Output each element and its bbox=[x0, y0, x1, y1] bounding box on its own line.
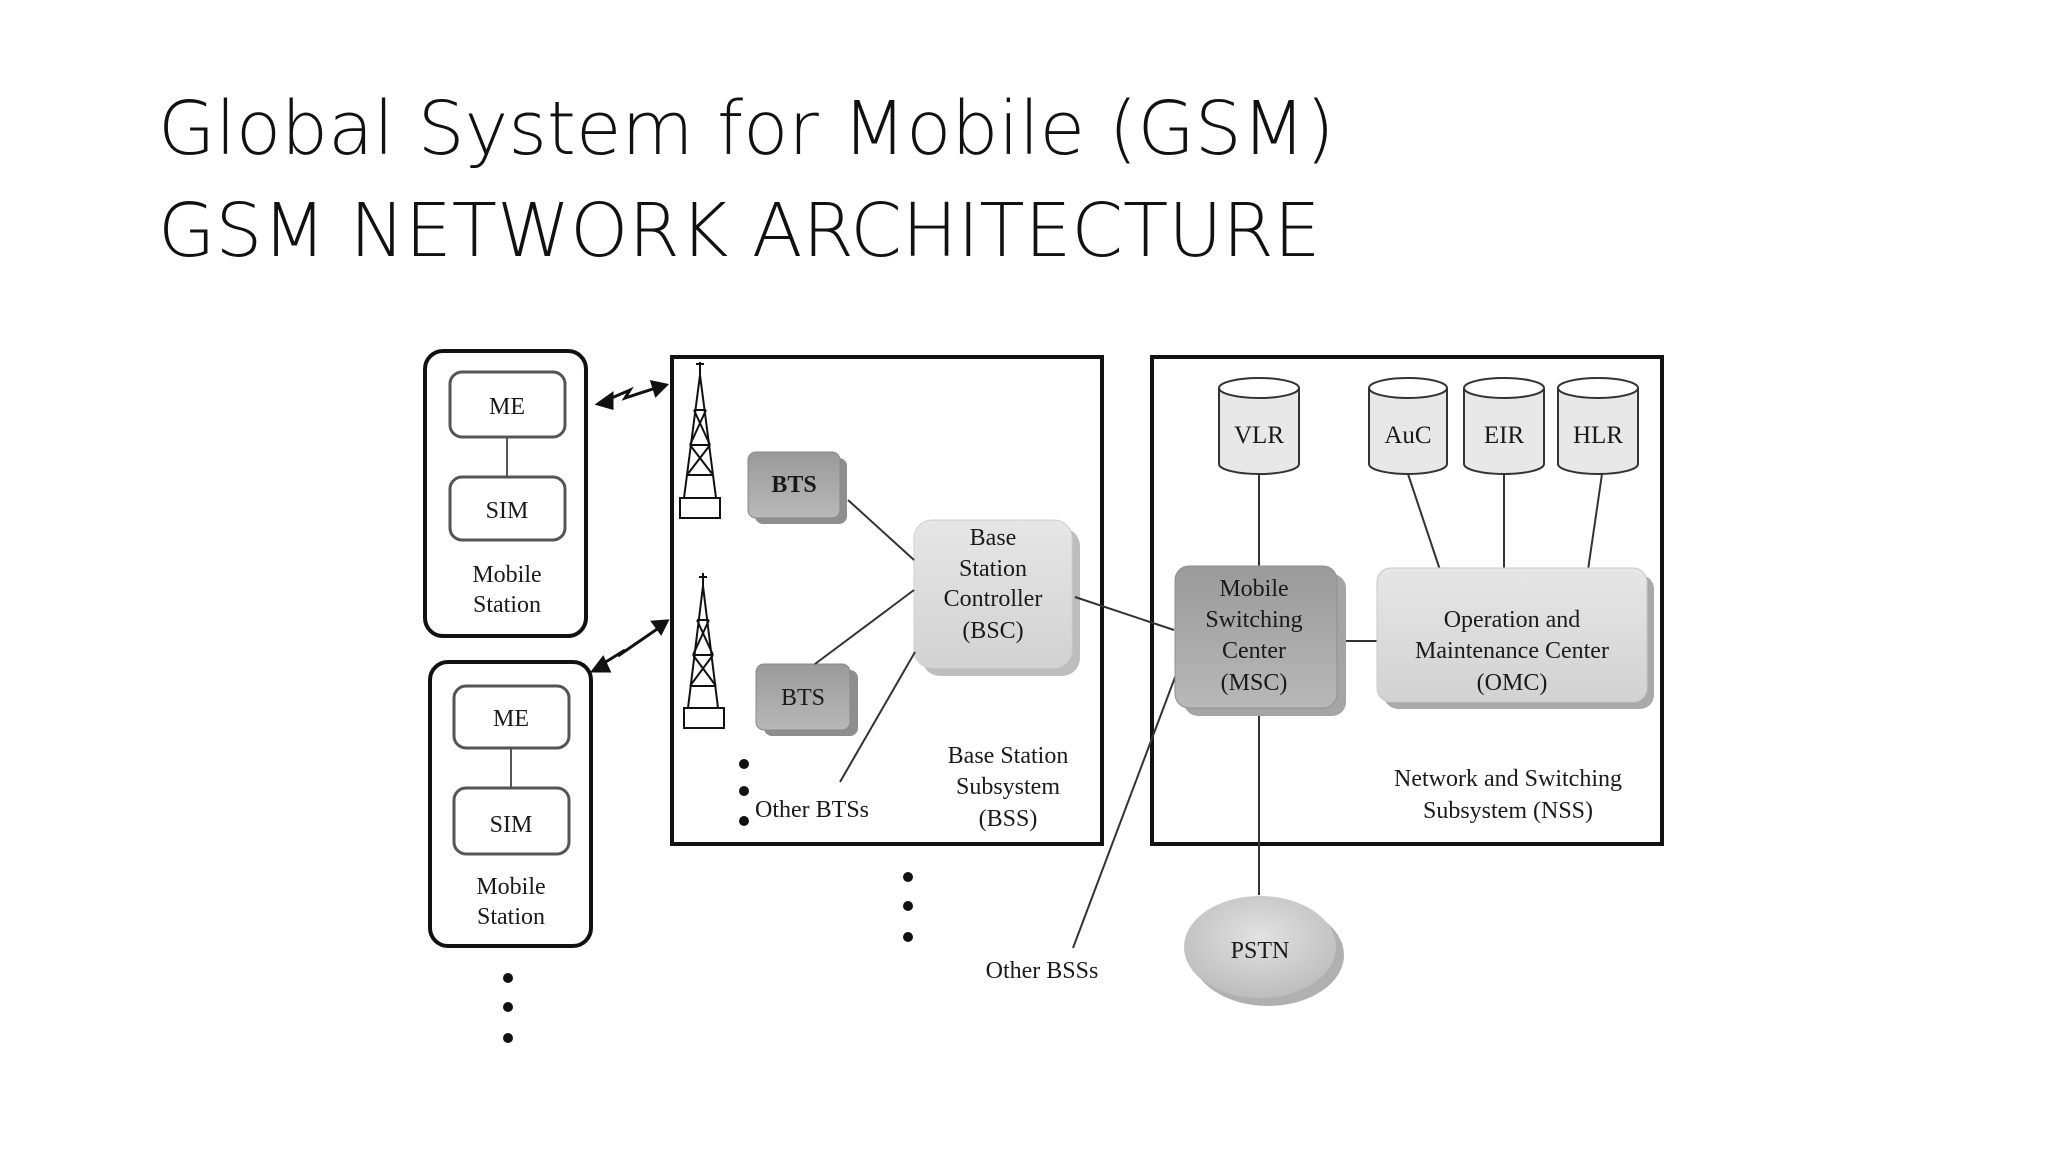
title-line-2: GSM NETWORK ARCHITECTURE bbox=[158, 188, 1321, 274]
auc-database-icon: AuC bbox=[1368, 377, 1448, 475]
nss-label-line1: Network and Switching bbox=[1394, 766, 1622, 792]
msc-label-line2: Switching bbox=[1205, 607, 1302, 633]
bss-label-line1: Base Station bbox=[948, 743, 1069, 769]
mobile-station-1-label-line1: Mobile bbox=[472, 562, 541, 588]
radio-link-icon-1 bbox=[594, 379, 670, 410]
mobile-station-2-label-line1: Mobile bbox=[476, 874, 545, 900]
msc-box: Mobile Switching Center (MSC) bbox=[1174, 565, 1346, 716]
bss-label: Base Station Subsystem (BSS) bbox=[948, 743, 1069, 832]
nss-label: Network and Switching Subsystem (NSS) bbox=[1394, 766, 1622, 824]
mobile-station-2-label-line2: Station bbox=[477, 904, 545, 930]
vlr-label: VLR bbox=[1234, 422, 1284, 449]
pstn-label: PSTN bbox=[1231, 938, 1290, 964]
vlr-database-icon: VLR bbox=[1218, 377, 1300, 475]
pstn-cloud: PSTN bbox=[1184, 896, 1344, 1006]
bts-2: BTS bbox=[755, 663, 858, 736]
eir-database-icon: EIR bbox=[1463, 377, 1545, 475]
me-label-1: ME bbox=[489, 394, 525, 420]
omc-label-line1: Operation and bbox=[1444, 607, 1581, 633]
sim-box-1 bbox=[448, 475, 567, 542]
msc-label-line4: (MSC) bbox=[1221, 670, 1288, 696]
bts-2-label: BTS bbox=[781, 685, 825, 711]
bsc-label-line3: Controller bbox=[944, 586, 1043, 612]
mobile-station-2: ME SIM Mobile Station bbox=[428, 660, 593, 948]
nss-connectors bbox=[1072, 473, 1603, 949]
bsc-label-line4: (BSC) bbox=[962, 618, 1023, 644]
msc-label-line1: Mobile bbox=[1219, 576, 1288, 602]
bts-1: BTS bbox=[747, 451, 847, 524]
radio-link-icon-2 bbox=[589, 619, 670, 673]
sim-label-2: SIM bbox=[490, 812, 533, 838]
bsc-label-line1: Base bbox=[970, 525, 1017, 551]
nss-box bbox=[1150, 355, 1664, 846]
bts-1-label: BTS bbox=[771, 472, 816, 498]
sim-box-2 bbox=[452, 786, 571, 856]
bss-label-line2: Subsystem bbox=[956, 774, 1060, 800]
bss-connectors bbox=[814, 499, 916, 783]
other-bss-dots bbox=[903, 872, 913, 942]
hlr-database-icon: HLR bbox=[1557, 377, 1639, 475]
bss-box bbox=[670, 355, 1104, 846]
bsc-box: Base Station Controller (BSC) bbox=[913, 519, 1080, 676]
slide-title: Global System for Mobile (GSM) GSM NETWO… bbox=[158, 78, 1334, 282]
more-mobile-stations-dots bbox=[503, 973, 513, 1043]
antenna-tower-icon-2 bbox=[683, 573, 725, 729]
eir-label: EIR bbox=[1484, 422, 1525, 449]
mobile-station-1: ME SIM Mobile Station bbox=[423, 349, 588, 638]
other-bss-label: Other BSSs bbox=[986, 958, 1099, 984]
sim-label-1: SIM bbox=[486, 498, 529, 524]
me-label-2: ME bbox=[493, 706, 529, 732]
title-line-1: Global System for Mobile (GSM) bbox=[158, 86, 1335, 172]
omc-box: Operation and Maintenance Center (OMC) bbox=[1376, 567, 1654, 709]
mobile-station-1-label-line2: Station bbox=[473, 592, 541, 618]
bsc-label-line2: Station bbox=[959, 556, 1027, 582]
msc-label-line3: Center bbox=[1222, 638, 1286, 664]
other-bts-dots bbox=[739, 759, 749, 826]
omc-label-line2: Maintenance Center bbox=[1415, 638, 1609, 664]
auc-label: AuC bbox=[1384, 422, 1431, 449]
nss-label-line2: Subsystem (NSS) bbox=[1423, 798, 1593, 824]
bss-label-line3: (BSS) bbox=[979, 806, 1038, 832]
other-bts-label: Other BTSs bbox=[755, 797, 869, 823]
antenna-tower-icon-1 bbox=[679, 362, 721, 519]
hlr-label: HLR bbox=[1573, 422, 1623, 449]
omc-label-line3: (OMC) bbox=[1477, 670, 1548, 696]
